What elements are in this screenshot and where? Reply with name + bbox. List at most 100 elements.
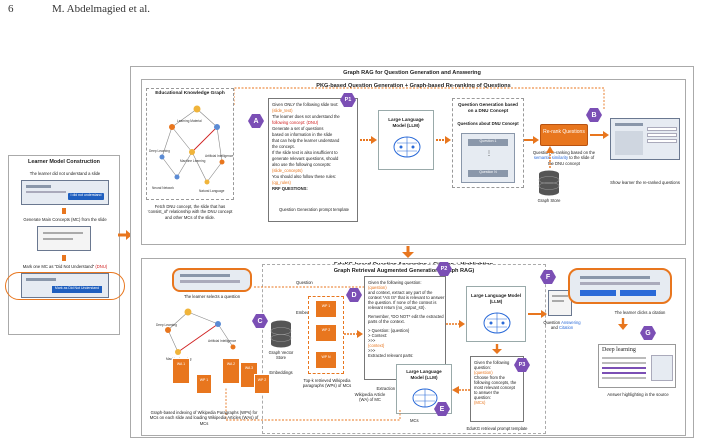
wa-2-label: WA 2 <box>226 362 236 366</box>
question-n[interactable]: Question N <box>468 170 508 177</box>
hex-p3: P3 <box>514 358 530 372</box>
rerank-caption: Question re-ranking based on the semanti… <box>532 150 596 166</box>
hex-a: A <box>248 114 264 128</box>
wp-2: WP 2 <box>315 324 337 342</box>
wp-2-label: WP 2 <box>321 328 331 332</box>
qa-line-13: {context} <box>368 343 385 348</box>
qa-line-10: > Question: {question} <box>368 328 410 333</box>
qa-line-14: >>> <box>368 348 376 353</box>
brain-icon <box>412 388 438 408</box>
citation-a: Question <box>543 320 561 325</box>
svg-text:Machine Learning: Machine Learning <box>180 159 206 163</box>
llm-label-qg: Large Language Model (LLM) <box>388 117 424 128</box>
ekg-caption: Fetch DNU concept, the slide that has ‘c… <box>147 204 233 220</box>
database-icon <box>538 170 560 196</box>
wp-b-label: WP 2 <box>257 378 267 382</box>
llm-down-arrow <box>492 344 502 354</box>
llm-box-qa: Large Language Model (LLM) <box>466 286 526 342</box>
embedding-label: Embedding <box>296 310 318 315</box>
graph-index-caption: Graph-based indexing of Wikipedia Paragr… <box>149 410 259 426</box>
rerank-caption-b: semantic similarity <box>533 155 569 161</box>
rerank-box: Re-rank Questions <box>540 124 588 146</box>
qa-line-15: Extracted relevant parts: <box>368 353 414 358</box>
wa-2: WA 2 <box>222 358 240 384</box>
highlight-caption: Answer highlighting in the source <box>607 392 669 397</box>
vector-db-icon <box>270 320 292 348</box>
rerank-label: Re-rank Questions <box>543 129 585 135</box>
qa-prompt-box: Given the following question: (question)… <box>364 276 446 380</box>
ekg-dashed-link <box>234 87 605 110</box>
learner-model-panel: Learner Model Construction The learner d… <box>5 155 125 335</box>
mcs-loop <box>225 388 401 421</box>
reranked-screenshot <box>610 118 680 160</box>
prompt-line-1: (slide_text) <box>272 108 293 113</box>
llm-box-qg: Large Language Model (LLM) <box>378 110 434 170</box>
llm-to-answer-arrow <box>528 310 547 318</box>
concepts-screenshot <box>37 226 91 251</box>
qabout: Questions about DNU Concept <box>457 121 519 126</box>
wp-to-qa-arrow <box>344 330 363 338</box>
prompt-line-6: that can help the learner understand <box>272 138 340 143</box>
prompt-line-8: If the slide text is also insufficient t… <box>272 150 338 155</box>
qg-prompt-caption: Question Generation prompt template <box>278 207 350 212</box>
wa-1-label: WA 1 <box>176 362 186 366</box>
hex-c: C <box>252 314 268 328</box>
wp-a: WP 1 <box>196 374 212 394</box>
prompt-line-4: Generate a set of questions <box>272 126 324 131</box>
prompt-line-14: RRF QUESTIONS: <box>272 186 308 191</box>
page-number: 6 <box>8 3 14 15</box>
wp-1-label: WP 1 <box>321 304 331 308</box>
prompt-line-9: generate relevant questions, should <box>272 156 339 161</box>
prompt-line-13: (qg_rules) <box>272 180 291 185</box>
wp-a-label: WP 1 <box>199 378 209 382</box>
ans-prompt-caption: EduKG retrieval prompt template <box>466 426 528 431</box>
qa-line-0: Given the following question: <box>368 280 422 285</box>
deep-learning-source: Deep learning <box>598 344 676 388</box>
prompt-line-0: Given ONLY the following slide text: <box>272 102 339 107</box>
citation-caption: Question Answering and Citation <box>540 320 584 331</box>
prompt-to-llm-arrow <box>360 136 377 144</box>
dnu-tag: (DNU) <box>95 264 108 269</box>
prompt-line-7: the concept. <box>272 144 295 149</box>
qa-line-5: relevant return {no_output_str}. <box>368 305 426 310</box>
graphrag-title: Graph RAG for Question Generation and An… <box>343 70 481 76</box>
graphstore-arrow <box>546 146 554 168</box>
qa-line-4: the question. If none of the context is <box>368 300 437 305</box>
ans-line-6: to answer the <box>474 390 500 395</box>
mark-dnu-button[interactable]: Mark as Did Not Understand <box>52 286 102 293</box>
prompt-line-3: following concept: (DNU) <box>272 120 319 125</box>
wp-1: WP 1 <box>315 300 337 318</box>
ekg-box: Educational Knowledge Graph Learning Mat… <box>146 88 234 200</box>
qa-line-1: (question) <box>368 285 387 290</box>
clicks-caption: The learner clicks a citation <box>614 310 666 315</box>
ekg-title: Educational Knowledge Graph <box>155 91 225 96</box>
question-label: Question <box>296 280 313 285</box>
hex-p1: P1 <box>340 93 356 107</box>
brain-icon <box>393 136 421 158</box>
citation-click-screenshot <box>568 268 672 304</box>
qa-line-12: >>> <box>368 338 376 343</box>
wp-b: WP 2 <box>254 374 270 394</box>
ans-line-7: question: <box>474 395 491 400</box>
hex-d: D <box>346 288 362 302</box>
learner-to-graphrag-arrow <box>118 230 132 240</box>
not-understood-button[interactable]: I did not understand <box>68 193 104 200</box>
question-1[interactable]: Question 1 <box>468 139 508 146</box>
qa-line-3: context *AS IS* that is relevant to answ… <box>368 295 445 300</box>
ekg-graph: Learning Material Deep Learning Machine … <box>149 105 233 193</box>
svg-text:Neural Network: Neural Network <box>152 186 174 190</box>
ans-prompt-box: Given the following question: (question)… <box>470 356 524 422</box>
learner-step-3-text: Mark one MC as “Did Not Understand” <box>22 264 95 269</box>
dl-title: Deep learning <box>602 347 636 353</box>
prompt-line-11: (slide_concepts) <box>272 168 303 173</box>
ans-line-2: (question) <box>474 370 493 375</box>
wa-stack: WA 1 WA 2 WA 3 WP 1 WP 2 <box>172 358 272 402</box>
qa-line-7: Remember, *DO NOT* edit the extracted <box>368 314 444 319</box>
ans-line-4: following concepts, the <box>474 380 517 385</box>
learner-step-2: Generate Main Concepts (MC) from the sli… <box>23 217 107 222</box>
wa-label: Wikipedia Article (WA) of MC <box>354 392 386 403</box>
learner-model-title: Learner Model Construction <box>28 159 100 165</box>
embeddings-label: Embeddings <box>269 370 293 375</box>
mcs-label: MCs <box>410 418 419 423</box>
qa-to-llm-arrow <box>446 320 465 328</box>
